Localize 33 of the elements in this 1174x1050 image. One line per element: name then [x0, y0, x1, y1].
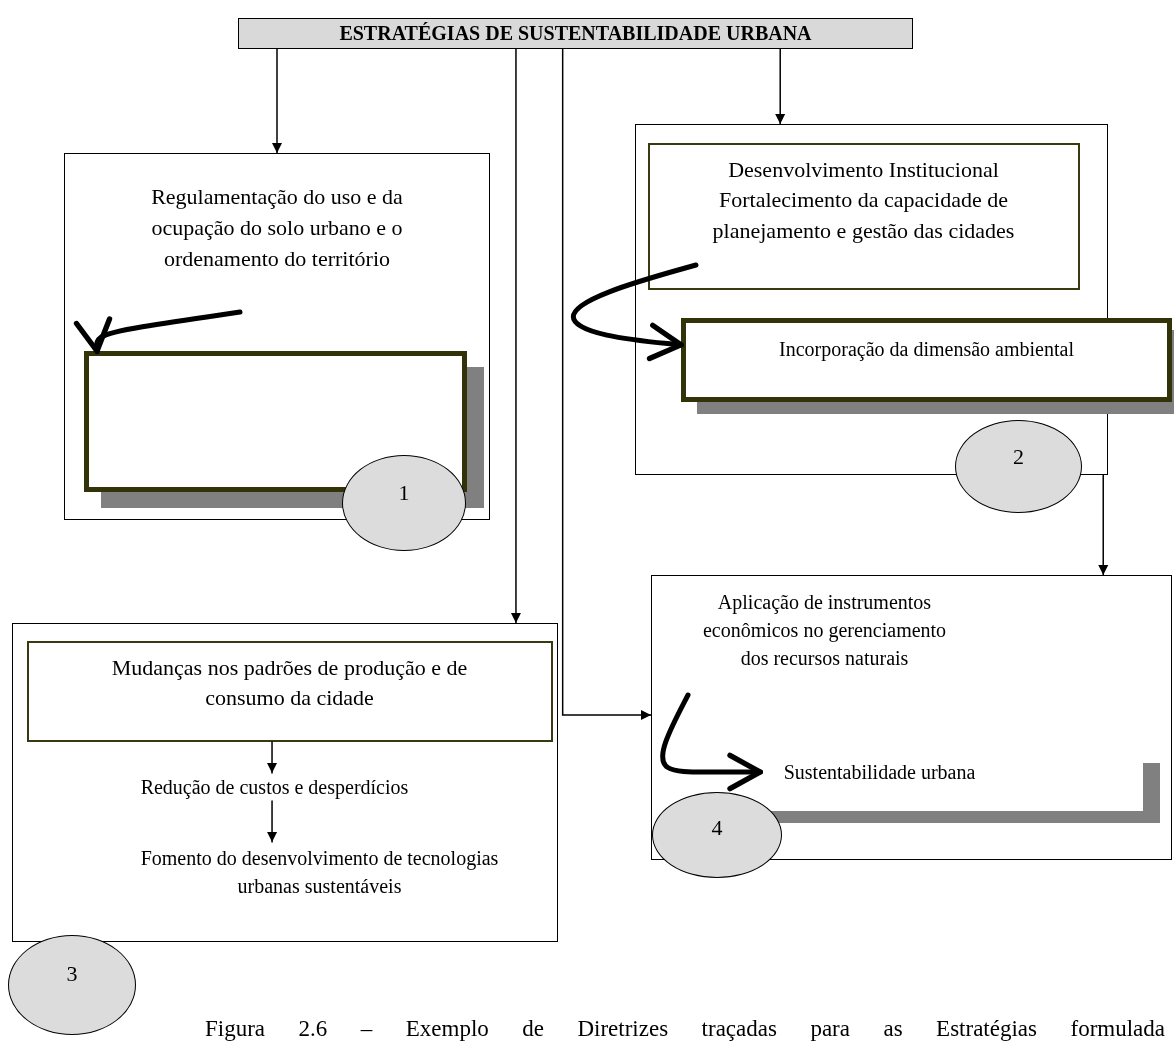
strategy-box	[647, 142, 1080, 290]
strategy-box	[26, 640, 553, 742]
box-text: Desenvolvimento Institucional	[727, 155, 1000, 184]
curved-arrow	[73, 309, 243, 354]
box-text: Regulamentação do uso e da ocupação do solo urbano e o ordenamento do território	[150, 183, 404, 273]
circle-number: 1	[398, 482, 410, 505]
step-text: Redução de custos e desperdícios	[140, 774, 409, 801]
curved-arrow	[570, 262, 699, 362]
group-box	[12, 623, 558, 942]
box-text: Incorporação da dimensão ambiental	[778, 337, 1075, 363]
arrow	[1098, 474, 1109, 576]
step-text: Sustentabilidade urbana	[783, 759, 976, 785]
group-box	[635, 124, 1108, 475]
arrow	[272, 48, 282, 154]
arrow	[775, 48, 786, 125]
box-text: Mudanças nos padrões de produção e de consumo da cidade	[110, 653, 469, 713]
diagram-heading: ESTRATÉGIAS DE SUSTENTABILIDADE URBANA	[339, 22, 812, 45]
group-box	[651, 575, 1172, 860]
figure-caption: Figura 2.6 – Exemplo de Diretrizes traçadas para as Estratégias formulada	[205, 1015, 1165, 1043]
circle-number: 3	[66, 963, 78, 986]
box-text: Aplicação de instrumentos econômicos no gerenciamento dos recursos naturais	[701, 590, 948, 671]
arrow	[267, 800, 278, 843]
title-box	[238, 18, 913, 49]
curved-arrow	[660, 692, 763, 792]
group-box	[64, 153, 490, 520]
arrow	[510, 48, 521, 624]
box-text: Fortalecimento da capacidade de planejamento e gestão das cidades	[711, 186, 1016, 246]
highlight-box	[681, 318, 1172, 402]
circle-number: 2	[1013, 446, 1024, 469]
step-text: Fomento do desenvolvimento de tecnologias urbanas sustentáveis	[139, 845, 500, 899]
arrow	[561, 48, 652, 720]
arrow	[267, 741, 278, 774]
circle-number: 4	[711, 816, 723, 839]
